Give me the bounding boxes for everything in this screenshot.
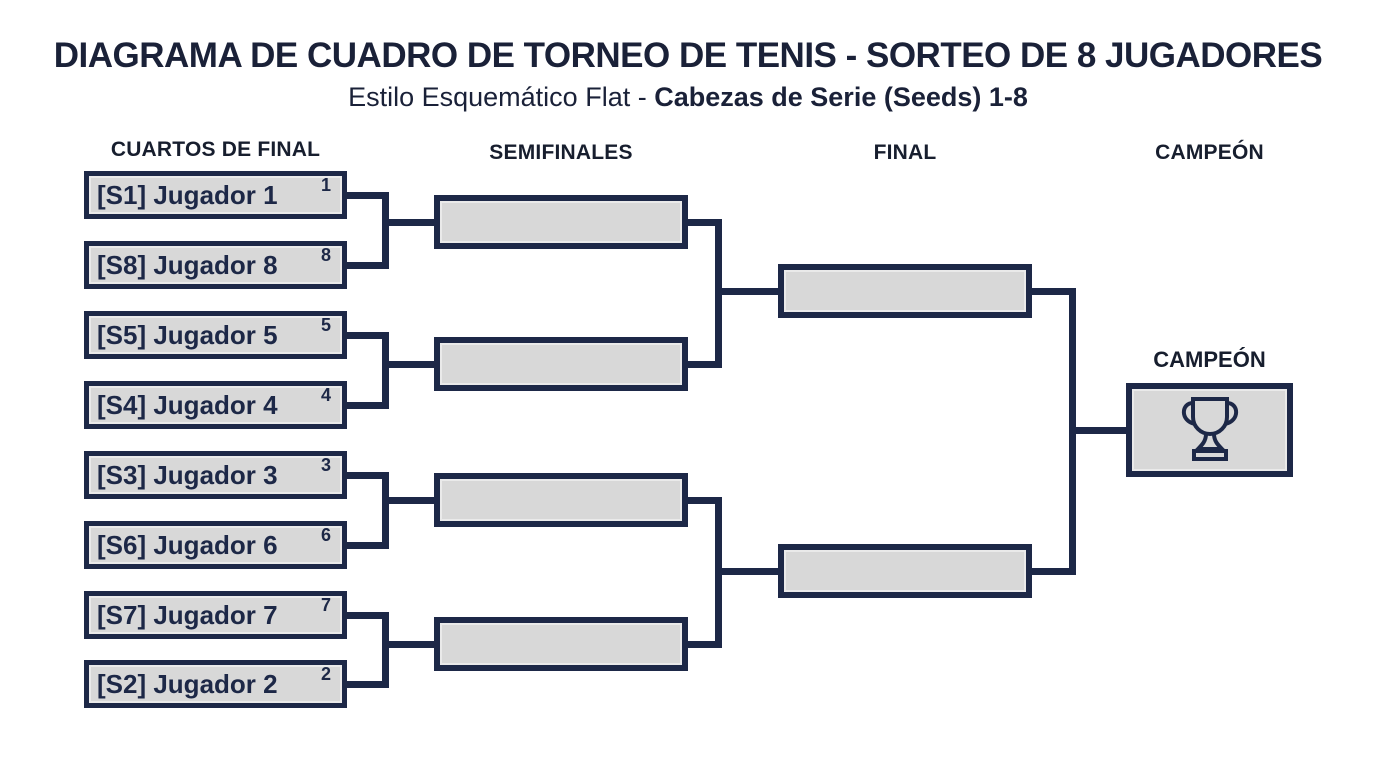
player-label: [S5] Jugador 5 bbox=[97, 319, 278, 350]
final-slot-1 bbox=[778, 264, 1032, 318]
connector-final1-stub bbox=[1032, 288, 1076, 295]
semifinal-slot-1 bbox=[434, 195, 688, 249]
player-label: [S4] Jugador 4 bbox=[97, 389, 278, 420]
champion-label: CAMPEÓN bbox=[1153, 347, 1266, 372]
seed-number: 2 bbox=[320, 664, 331, 684]
player-label: [S6] Jugador 6 bbox=[97, 529, 278, 560]
player-label: [S3] Jugador 3 bbox=[97, 459, 278, 490]
seed-number: 3 bbox=[320, 455, 331, 475]
connector-qf3-to-sf3 bbox=[382, 497, 434, 504]
connector-qf1-to-sf1 bbox=[382, 219, 434, 226]
semifinal-slot-2 bbox=[434, 337, 688, 391]
page-subtitle: Estilo Esquemático Flat - Cabezas de Ser… bbox=[0, 82, 1376, 113]
final-slot-2 bbox=[778, 544, 1032, 598]
seed-number: 4 bbox=[320, 385, 331, 405]
seed-number: 5 bbox=[320, 315, 331, 335]
player-box-s5: [S5] Jugador 5 5 bbox=[84, 311, 347, 359]
column-header-semifinals: SEMIFINALES bbox=[489, 141, 633, 164]
champion-box bbox=[1126, 383, 1293, 477]
player-box-s6: [S6] Jugador 6 6 bbox=[84, 521, 347, 569]
connector-qf1-vertical bbox=[382, 192, 389, 269]
connector-sf1-stub bbox=[688, 219, 722, 226]
connector-sf2-stub bbox=[688, 361, 722, 368]
semifinal-slot-3 bbox=[434, 473, 688, 527]
seed-number: 8 bbox=[320, 245, 331, 265]
page-title: DIAGRAMA DE CUADRO DE TORNEO DE TENIS - … bbox=[53, 36, 1323, 75]
player-box-s3: [S3] Jugador 3 3 bbox=[84, 451, 347, 499]
connector-qf4-to-sf4 bbox=[382, 641, 434, 648]
connector-qf4-vertical bbox=[382, 612, 389, 688]
connector-qf2-stub-bottom bbox=[347, 402, 389, 409]
seed-number: 6 bbox=[320, 525, 331, 545]
connector-to-champion bbox=[1069, 427, 1126, 434]
seed-number: 1 bbox=[320, 175, 331, 195]
player-label: [S1] Jugador 1 bbox=[97, 179, 278, 210]
connector-qf3-stub-bottom bbox=[347, 542, 389, 549]
player-box-s4: [S4] Jugador 4 4 bbox=[84, 381, 347, 429]
player-box-s8: [S8] Jugador 8 8 bbox=[84, 241, 347, 289]
connector-qf1-stub-bottom bbox=[347, 262, 389, 269]
seed-number: 7 bbox=[320, 595, 331, 615]
player-label: [S8] Jugador 8 bbox=[97, 249, 278, 280]
connector-qf1-stub-top bbox=[347, 192, 389, 199]
connector-qf3-stub-top bbox=[347, 472, 389, 479]
connector-qf4-stub-bottom bbox=[347, 681, 389, 688]
player-box-s7: [S7] Jugador 7 7 bbox=[84, 591, 347, 639]
player-box-s1: [S1] Jugador 1 1 bbox=[84, 171, 347, 219]
connector-qf2-to-sf2 bbox=[382, 361, 434, 368]
connector-sf3-stub bbox=[688, 497, 722, 504]
connector-to-final2 bbox=[715, 568, 778, 575]
connector-qf4-stub-top bbox=[347, 612, 389, 619]
connector-qf2-vertical bbox=[382, 332, 389, 409]
player-box-s2: [S2] Jugador 2 2 bbox=[84, 660, 347, 708]
column-header-final: FINAL bbox=[873, 141, 937, 164]
trophy-icon bbox=[1181, 397, 1238, 461]
connector-to-final1 bbox=[715, 288, 778, 295]
column-header-quarterfinals: CUARTOS DE FINAL bbox=[110, 138, 321, 161]
connector-final2-stub bbox=[1032, 568, 1076, 575]
connector-qf3-vertical bbox=[382, 472, 389, 549]
semifinal-slot-4 bbox=[434, 617, 688, 671]
subtitle-bold: Cabezas de Serie (Seeds) 1-8 bbox=[654, 82, 1028, 112]
subtitle-regular: Estilo Esquemático Flat - bbox=[348, 82, 655, 112]
player-label: [S2] Jugador 2 bbox=[97, 668, 278, 699]
column-header-champion: CAMPEÓN bbox=[1155, 141, 1264, 164]
player-label: [S7] Jugador 7 bbox=[97, 599, 278, 630]
connector-qf2-stub-top bbox=[347, 332, 389, 339]
connector-sf4-stub bbox=[688, 641, 722, 648]
